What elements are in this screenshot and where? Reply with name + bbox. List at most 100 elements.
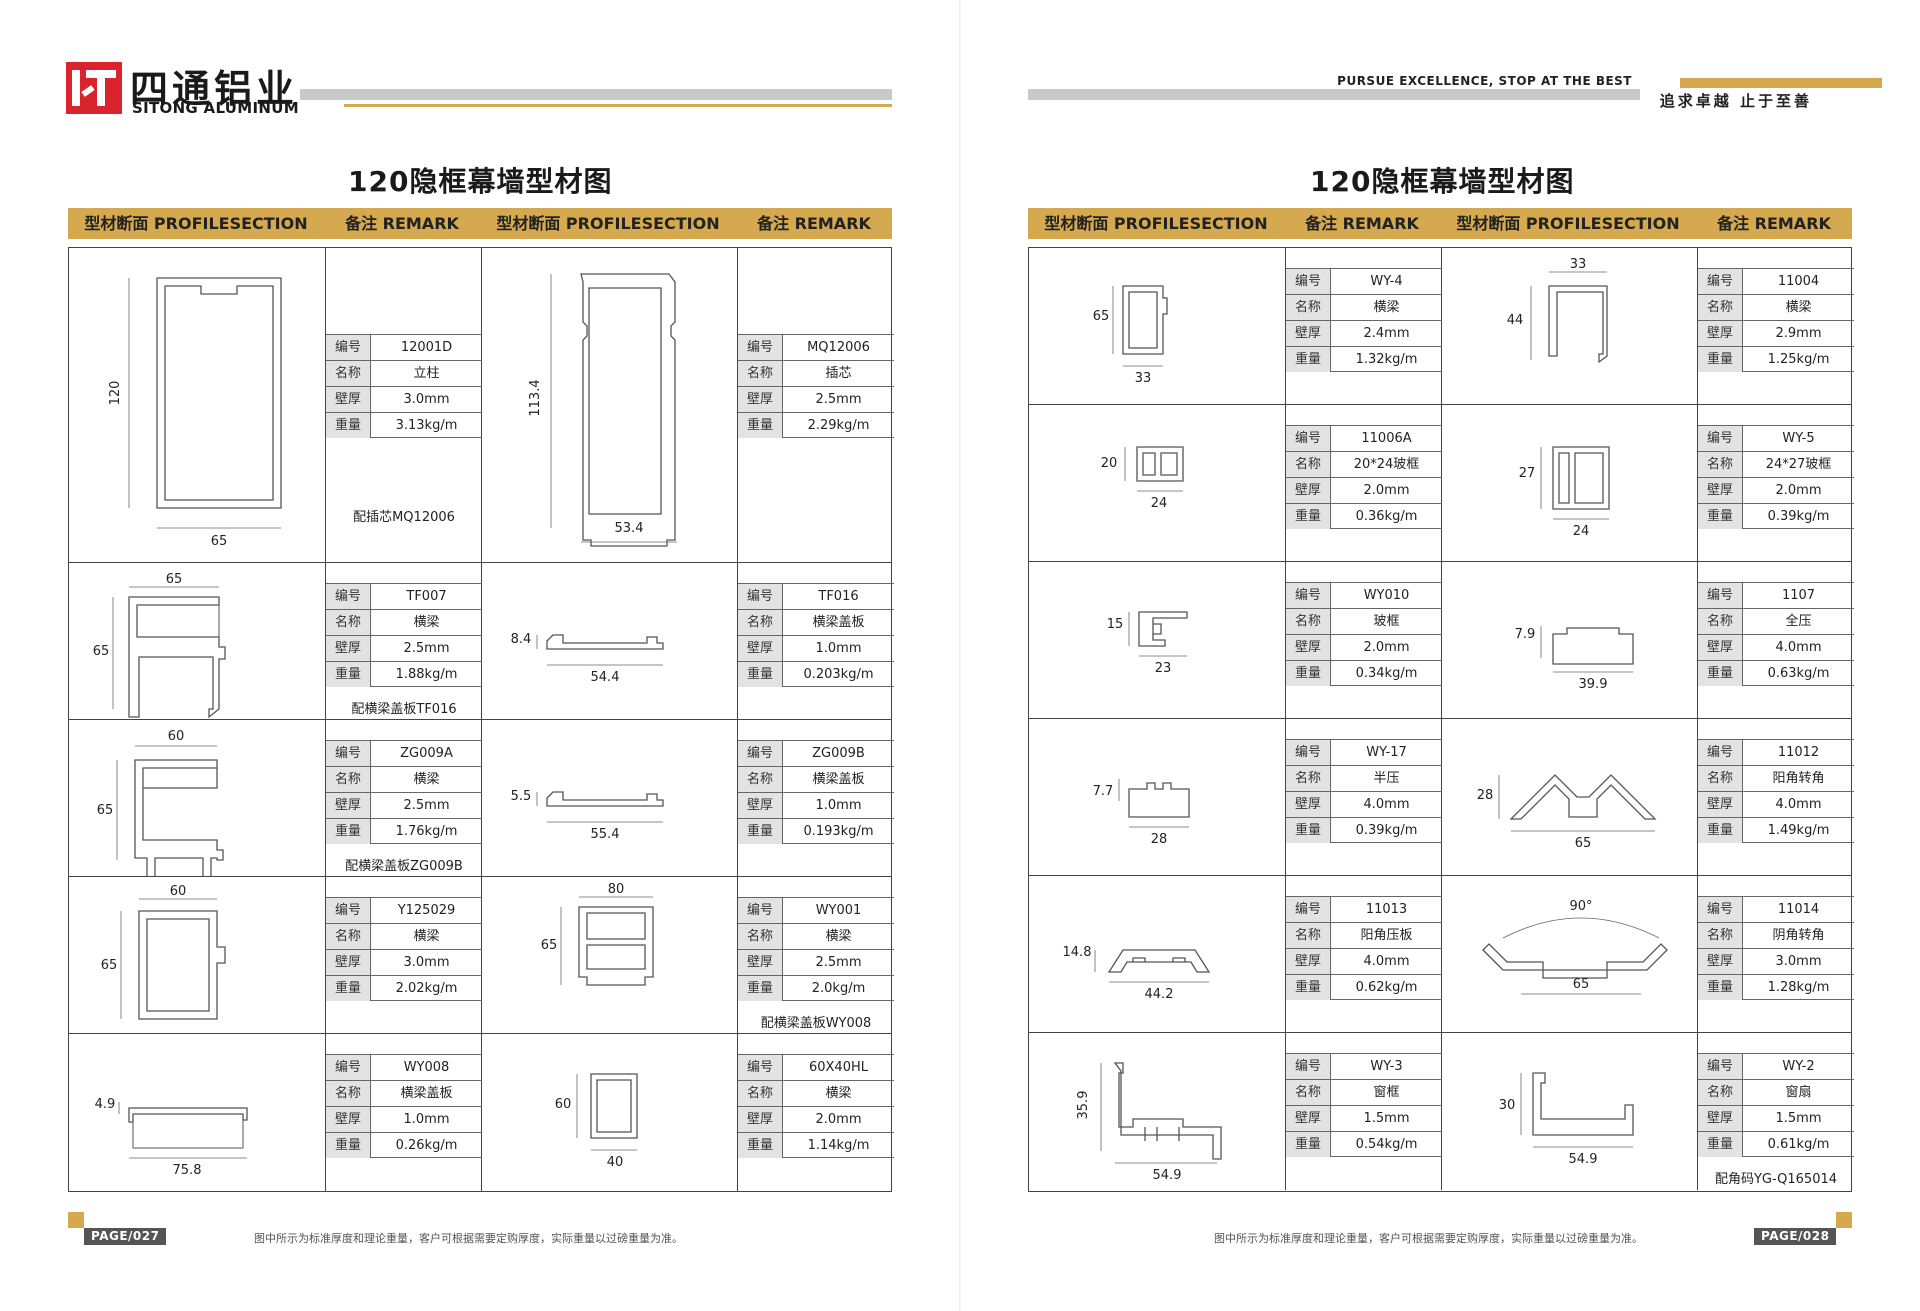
spec-value-wall: 1.5mm <box>1330 1106 1442 1131</box>
spec-key: 名称 <box>1698 1080 1742 1105</box>
header-col-section: 型材断面 PROFILESECTION <box>84 214 308 233</box>
spec-value-wall: 4.0mm <box>1330 792 1442 817</box>
spec-row-name: 名称半压 <box>1286 765 1442 791</box>
spec-key: 编号 <box>1286 426 1330 451</box>
column-divider <box>325 877 326 1034</box>
spec-key: 重量 <box>1286 347 1330 372</box>
header-gold-line <box>344 104 892 107</box>
dimension-label: 75.8 <box>173 1163 202 1178</box>
spec-row-name: 名称横梁 <box>738 923 894 949</box>
column-divider <box>325 248 326 563</box>
header-col-section: 型材断面 PROFILESECTION <box>1456 214 1680 233</box>
spec-key: 重量 <box>1698 975 1742 1000</box>
page-right: PURSUE EXCELLENCE, STOP AT THE BEST 追求卓越… <box>960 0 1920 1311</box>
column-divider <box>1697 405 1698 562</box>
profile-outline <box>136 604 220 638</box>
header-col-section: 型材断面 PROFILESECTION <box>496 214 720 233</box>
column-divider <box>1441 248 1442 405</box>
spec-key: 壁厚 <box>1698 792 1742 817</box>
dimension-label: 7.7 <box>1093 784 1114 799</box>
spec-value-name: 横梁 <box>782 924 894 949</box>
profile-outline <box>578 906 654 986</box>
spec-value-wall: 1.0mm <box>370 1107 482 1132</box>
spec-row-name: 名称窗框 <box>1286 1079 1442 1105</box>
column-divider <box>737 877 738 1034</box>
spec-value-code: WY008 <box>370 1055 482 1080</box>
spec-value-name: 横梁 <box>370 767 482 792</box>
dimension-label: 40 <box>607 1155 624 1170</box>
dimension-label: 65 <box>541 938 558 953</box>
brand-name-cn: 四通铝业 <box>130 67 299 111</box>
dimension-label: 65 <box>93 644 110 659</box>
column-divider <box>481 877 482 1034</box>
column-divider <box>1697 562 1698 719</box>
spec-key: 壁厚 <box>1698 949 1742 974</box>
spec-value-name: 20*24玻框 <box>1330 452 1442 477</box>
spec-value-name: 横梁盖板 <box>370 1081 482 1106</box>
spec-value-weight: 0.34kg/m <box>1330 661 1442 686</box>
spec-value-code: WY-3 <box>1330 1054 1442 1079</box>
spec-key: 名称 <box>1286 923 1330 948</box>
profile-section-drawing: 90°65 <box>1441 876 1697 1033</box>
column-divider <box>737 563 738 720</box>
column-divider <box>1285 562 1286 719</box>
dimension-label: 24 <box>1573 524 1590 539</box>
spec-value-name: 横梁 <box>1742 295 1854 320</box>
profile-outline <box>1107 949 1211 973</box>
spec-value-weight: 0.193kg/m <box>782 819 894 844</box>
spec-key: 重量 <box>1286 661 1330 686</box>
table-header: 型材断面 PROFILESECTION 备注 REMARK 型材断面 PROFI… <box>68 208 892 239</box>
dimension-label: 8.4 <box>511 632 532 647</box>
spec-key: 编号 <box>1286 740 1330 765</box>
spec-key: 编号 <box>326 335 370 360</box>
spec-value-wall: 1.5mm <box>1742 1106 1854 1131</box>
spec-key: 壁厚 <box>738 636 782 661</box>
dimension-label: 44 <box>1507 313 1524 328</box>
table-header: 型材断面 PROFILESECTION 备注 REMARK 型材断面 PROFI… <box>1028 208 1852 239</box>
column-divider <box>325 1034 326 1191</box>
spec-value-weight: 1.25kg/m <box>1742 347 1854 372</box>
spec-key: 编号 <box>1286 269 1330 294</box>
spec-value-wall: 2.0mm <box>1330 478 1442 503</box>
dimension-label: 65 <box>211 534 228 549</box>
spec-value-code: WY-5 <box>1742 426 1854 451</box>
spec-key: 重量 <box>1286 504 1330 529</box>
spec-value-code: WY-4 <box>1330 269 1442 294</box>
spec-value-name: 24*27玻框 <box>1742 452 1854 477</box>
spec-key: 重量 <box>1698 504 1742 529</box>
profile-outline <box>1502 917 1660 939</box>
remark-note: 配横梁盖板ZG009B <box>345 859 463 874</box>
spec-value-weight: 1.49kg/m <box>1742 818 1854 843</box>
dimension-label: 65 <box>1575 836 1592 851</box>
column-divider <box>1441 876 1442 1033</box>
spec-key: 壁厚 <box>738 1107 782 1132</box>
spec-value-weight: 0.61kg/m <box>1742 1132 1854 1157</box>
spec-key: 名称 <box>738 1081 782 1106</box>
